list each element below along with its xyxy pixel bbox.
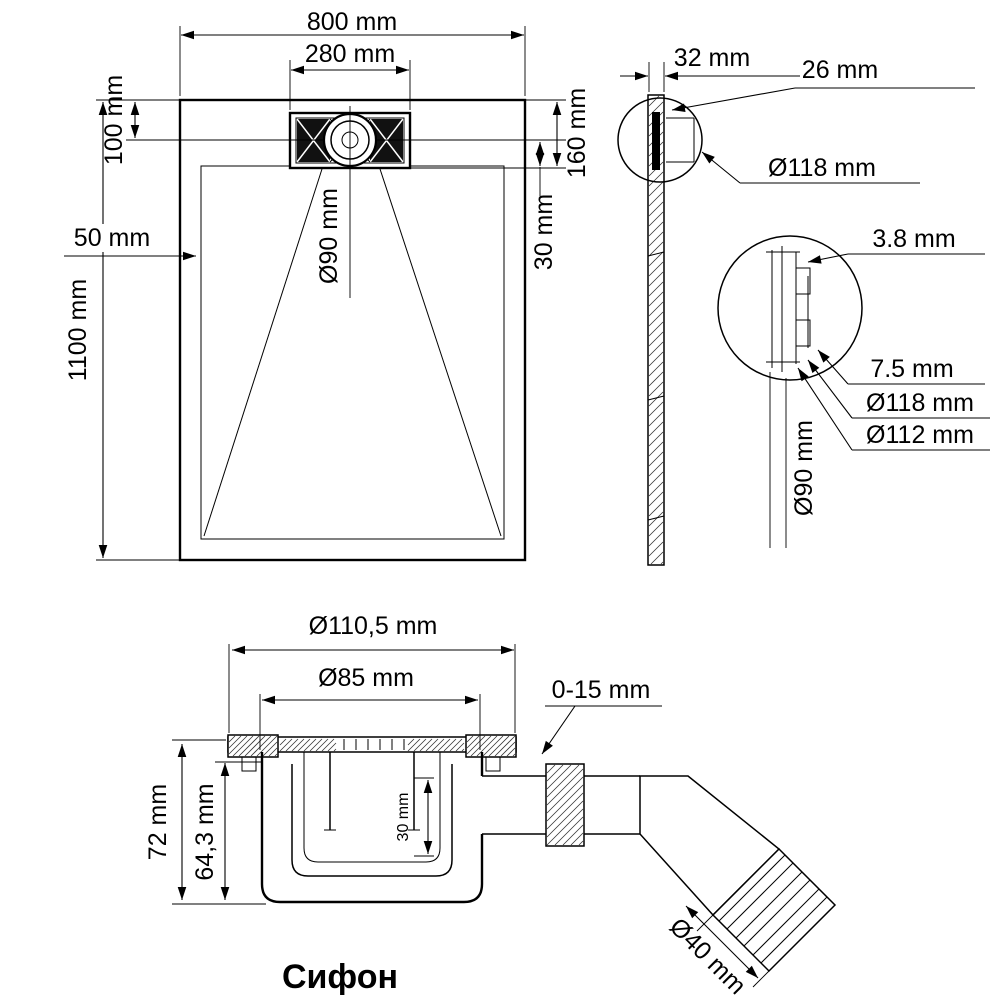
siphon-caption: Сифон [282, 958, 398, 996]
dim-label-body-height: 64,3 mm [191, 783, 219, 880]
dim-label-drain-offset: 100 mm [100, 75, 128, 165]
dim-label-drain-width: 280 mm [305, 40, 395, 68]
top-view [178, 98, 527, 562]
outlet-nut [545, 763, 585, 847]
dim-label-adjustment: 0-15 mm [552, 676, 651, 704]
dim-label-step: 7.5 mm [870, 355, 953, 383]
cover-hatch-right [407, 738, 465, 752]
cup-outer-wall [260, 752, 484, 904]
tray-outline [178, 98, 527, 562]
drain-edge-profile [652, 112, 660, 170]
dim-label-drain-distance: 160 mm [563, 88, 591, 178]
cover-hatch-left [279, 738, 337, 752]
dim-label-rim: 50 mm [74, 224, 150, 252]
siphon-body [227, 734, 517, 904]
side-view [617, 94, 863, 566]
flange-hatch-left [228, 735, 278, 757]
screw-right [485, 756, 501, 772]
dim-label-thickness: 32 mm [674, 44, 750, 72]
dim-label-water-seal: 30 mm [395, 793, 412, 842]
label-mask [70, 224, 156, 252]
labels: 800 mm 280 mm 100 mm 50 mm 1100 mm Ø90 m… [64, 8, 974, 999]
siphon-view [227, 734, 837, 973]
dim-label-length: 1100 mm [64, 279, 92, 381]
nut-hatch [546, 764, 584, 846]
dim-label-drain-depth: 30 mm [530, 194, 558, 270]
dim-label-width: 800 mm [307, 8, 397, 36]
screw-left [241, 756, 257, 772]
dim-label-drain-diameter: Ø90 mm [315, 188, 343, 284]
cup-inner-wall [291, 764, 453, 877]
dim-label-outer-diameter: Ø118 mm [866, 389, 974, 417]
dim-label-total-height: 72 mm [144, 784, 172, 860]
dim-label-edge-height: 26 mm [802, 56, 878, 84]
profile-hatch [648, 95, 664, 565]
drain-profile-detail [766, 246, 811, 372]
dim-label-grate-diameter: Ø85 mm [318, 664, 414, 692]
drain-channel [288, 111, 412, 170]
dim-label-lip: 3.8 mm [872, 225, 955, 253]
dim-label-inner-diameter: Ø112 mm [866, 421, 974, 449]
dim-label-cover-diameter: Ø110,5 mm [309, 612, 438, 640]
dimension-lines [64, 26, 990, 988]
detail-circle-drain [717, 235, 863, 381]
siphon-outlet [482, 763, 837, 973]
dim-label-hole-diameter: Ø90 mm [790, 420, 818, 516]
detail-circle-edge [617, 97, 703, 183]
flange-hatch-right [466, 735, 516, 757]
dim-label-flange-diameter: Ø118 mm [768, 154, 876, 182]
